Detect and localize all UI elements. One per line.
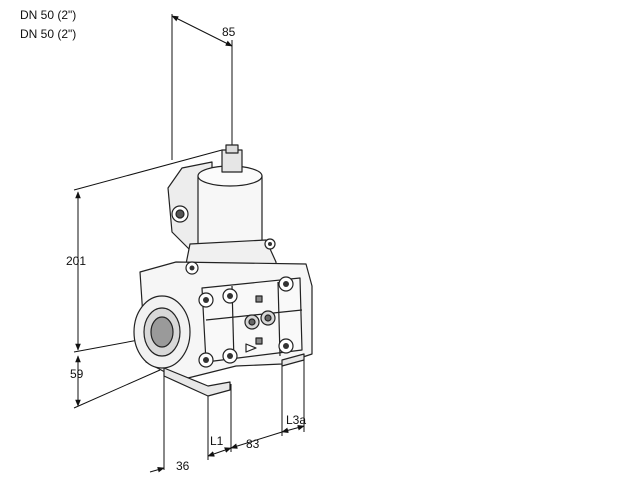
title-line-2: DN 50 (2") <box>20 27 77 41</box>
dim-59: 59 <box>70 367 84 381</box>
dim-85: 85 <box>222 25 236 39</box>
dim-l3a: L3a <box>286 413 306 427</box>
valve-body <box>133 144 313 397</box>
dim-36: 36 <box>176 459 190 473</box>
title-line-1: DN 50 (2") <box>20 8 77 22</box>
dim-l1: L1 <box>210 434 224 448</box>
dimension-lines <box>73 14 305 473</box>
dim-201: 201 <box>66 254 86 268</box>
dim-83: 83 <box>246 437 260 451</box>
